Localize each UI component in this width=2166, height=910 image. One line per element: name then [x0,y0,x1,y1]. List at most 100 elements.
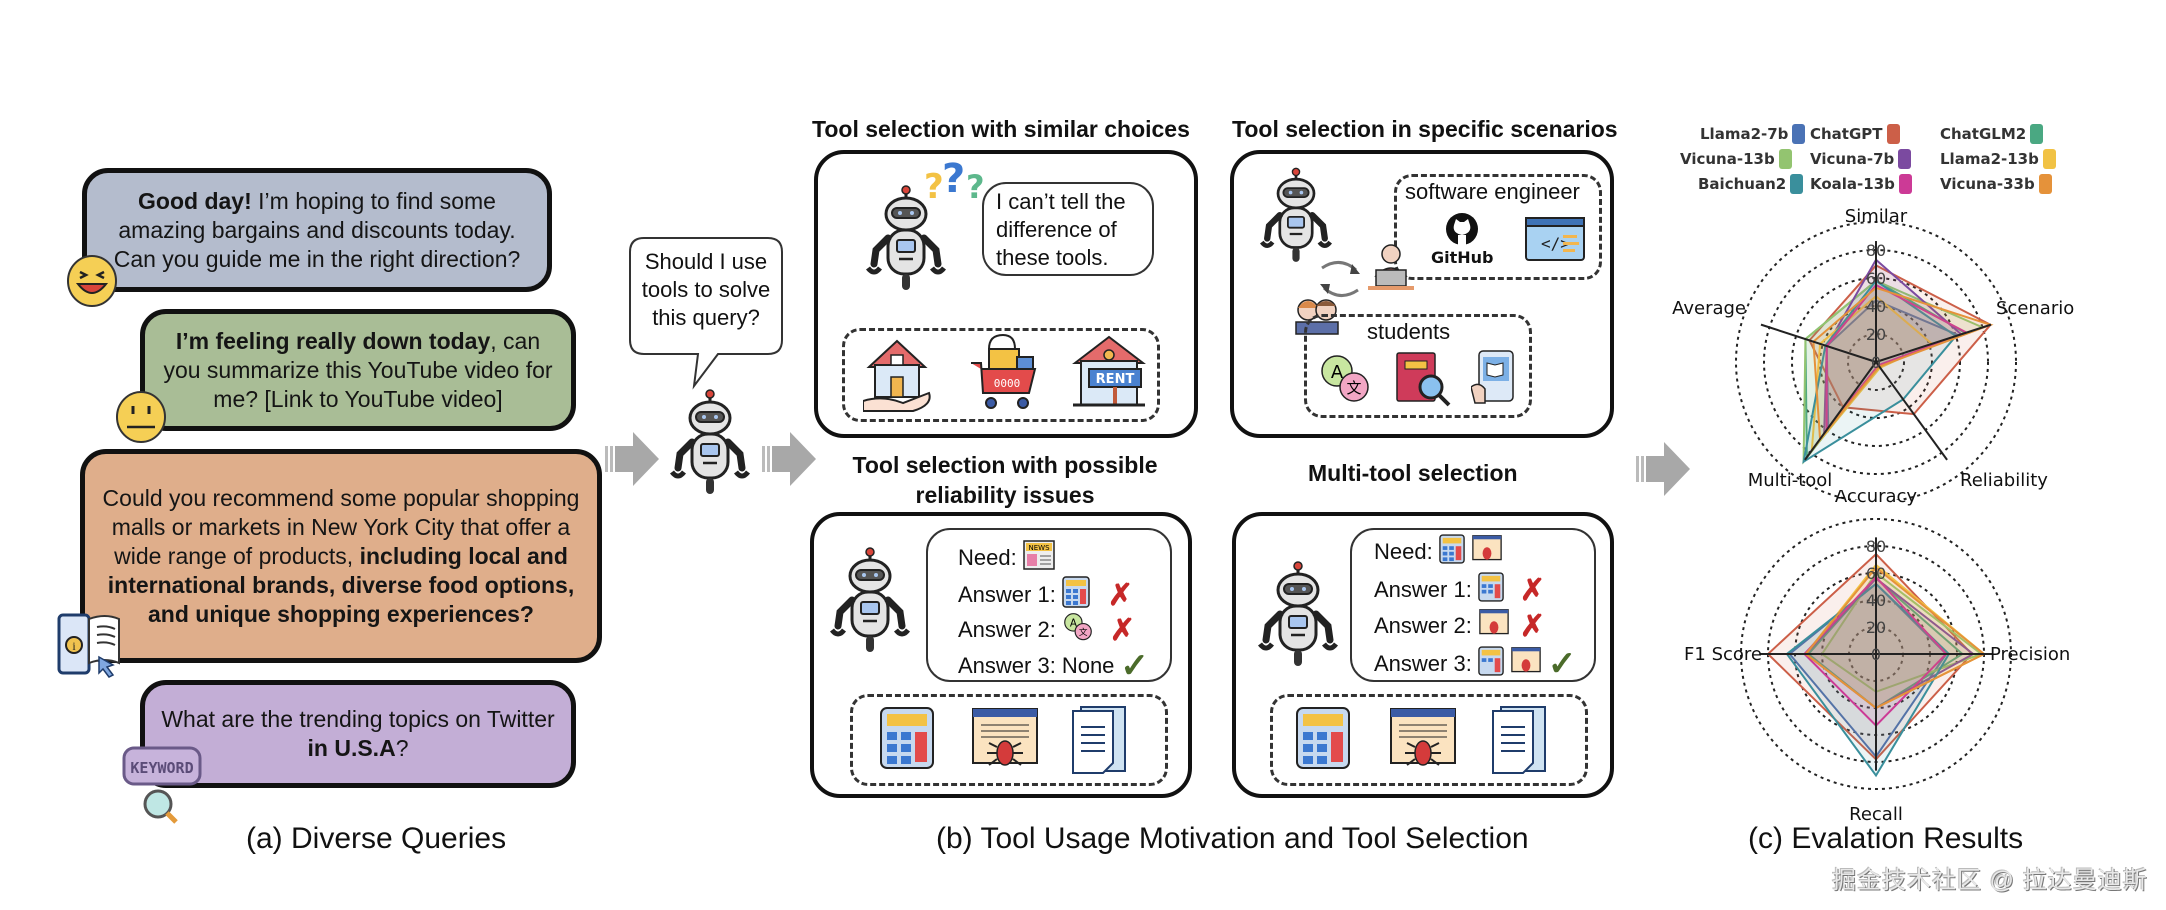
watermark: 掘金技术社区 @ 拉达曼迪斯 [1832,867,2148,894]
legend-label: Vicuna-33b [1940,175,2035,193]
tick-label: 40 [1866,591,1886,610]
calculator-icon [1438,534,1465,570]
caption-c: (c) Evalation Results [1748,822,2024,855]
caption-b: (b) Tool Usage Motivation and Tool Selec… [936,822,1529,855]
legend-item: Llama2-7b [1700,124,1806,144]
query-2-bold: I’m feeling really down today [175,327,491,354]
grid-ring [1791,277,1961,447]
axis-label: Reliability [1960,470,2048,491]
panel-title-multi-tool: Multi-tool selection [1308,460,1518,486]
need-line: Need: [1374,534,1503,570]
tick-label: 0 [1871,645,1881,664]
legend-swatch [2038,174,2052,194]
rent-label: RENT [1096,372,1135,387]
legend-swatch [2030,124,2044,144]
answer-1-label: Answer 1: [958,582,1056,607]
legend-label: Llama2-13b [1940,150,2039,168]
caption-a: (a) Diverse Queries [246,822,507,855]
info-document-icon: i [57,613,127,684]
book-search-icon [1395,351,1451,412]
group-label-students: students [1367,319,1451,344]
need-line: Need: NEWS [958,540,1055,576]
panel-title-scenarios: Tool selection in specific scenarios [1232,116,1618,142]
github-label: GitHub [1431,248,1494,267]
arrow-right-icon [605,430,659,493]
axis-label: F1 Score [1684,644,1762,665]
web-crawler-icon [1389,705,1457,778]
legend-item: Vicuna-33b [1940,174,2052,194]
tick-label: 60 [1866,564,1886,583]
svg-text:?: ? [966,168,985,206]
house-in-hand-icon [862,335,933,418]
query-3-bold: including local and international brands… [107,542,575,627]
legend-item: ChatGLM2 [1940,124,2044,144]
axis-label: Average [1672,298,1746,319]
tick-label: 80 [1866,241,1886,260]
panel-multi-tool: Need: Answer 1: ✗ Answer 2: ✗ Answer 3: … [1232,512,1614,798]
answer-2-label: Answer 2: [1374,613,1472,638]
calculator-icon [1478,572,1504,608]
legend-item: ChatGPT [1810,124,1900,144]
answer-3-label: Answer 3: [1374,651,1472,676]
need-label: Need: [1374,539,1433,564]
axis-line [1875,361,1948,461]
code-window-icon: </> [1525,217,1585,266]
arrow-right-icon [762,430,816,493]
query-3-text: Could you recommend some popular shoppin… [102,484,580,569]
tick-label: 60 [1866,269,1886,288]
panel-similar-choices: ??? I can’t tell the difference of these… [814,150,1198,438]
wrong-mark-icon: ✗ [1109,613,1135,647]
svg-text:A: A [1331,362,1344,383]
legend-swatch [1790,174,1804,194]
wrong-mark-icon: ✗ [1519,609,1545,643]
tick-label: 0 [1871,353,1881,372]
svg-text:NEWS: NEWS [1028,544,1050,552]
laughing-face-icon [66,254,118,313]
grid-ring [1735,221,2017,500]
svg-text:文: 文 [1079,626,1088,638]
tick-label: 80 [1866,537,1886,556]
ebook-tablet-icon [1470,349,1515,410]
group-label-engineer: software engineer [1405,179,1580,204]
neutral-face-icon [115,390,167,449]
query-bubble-2: I’m feeling really down today, can you s… [140,309,576,431]
robot-icon [830,546,910,661]
svg-text:?: ? [924,167,944,207]
grid-ring [1740,518,2012,790]
query-4-bold: in U.S.A [307,735,396,761]
answer-1-line: Answer 1: ✗ [958,576,1133,614]
newspaper-icon: NEWS [1022,540,1055,576]
web-crawler-icon [1478,608,1510,644]
calculator-icon [879,705,935,776]
axis-label: Accuracy [1835,490,1918,507]
query-1-bold: Good day! [138,187,252,214]
robot-icon [866,184,946,299]
calculator-icon [1062,576,1090,614]
axis-label: Precision [1990,644,2070,665]
keyword-label: KEYWORD [130,759,193,777]
panel-title-reliability: Tool selection with possible reliability… [852,452,1158,508]
legend-swatch [2042,149,2056,169]
query-bubble-4: What are the trending topics on Twitter … [140,680,576,788]
legend-label: Baichuan2 [1698,175,1787,193]
panel-title-similar: Tool selection with similar choices [812,116,1190,142]
axis-label: Recall [1849,804,1903,825]
tick-label: 20 [1866,325,1886,344]
tool-box [850,694,1168,786]
answer-3-line: Answer 3: ✓ [1374,644,1576,684]
grid-ring [1847,333,1905,391]
document-icon [1489,703,1549,780]
query-bubble-3: Could you recommend some popular shoppin… [80,449,602,663]
tick-label: 20 [1866,618,1886,637]
svg-text:?: ? [942,160,965,202]
web-crawler-icon [1510,646,1542,682]
answer-1-label: Answer 1: [1374,577,1472,602]
correct-mark-icon: ✓ [1547,645,1577,683]
svg-text:0000: 0000 [994,377,1021,390]
robot-question-bubble: Should I use tools to solve this query? [626,236,786,401]
legend-item: Baichuan2 [1698,174,1804,194]
legend-label: Llama2-7b [1700,125,1789,143]
